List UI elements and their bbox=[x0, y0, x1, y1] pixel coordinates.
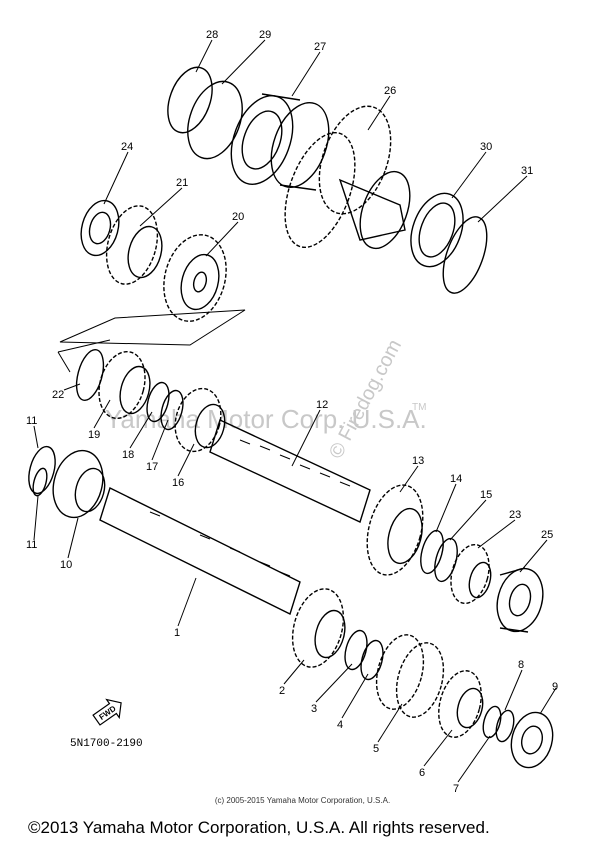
firedog-watermark: © Firedog.com bbox=[325, 336, 406, 462]
bearing-9 bbox=[510, 711, 554, 769]
circlip-8 bbox=[495, 709, 515, 743]
bearing-24 bbox=[80, 199, 120, 257]
callout-16: 16 bbox=[172, 477, 184, 489]
gear-21 bbox=[105, 205, 163, 285]
callout-14: 14 bbox=[450, 473, 462, 485]
callout-5: 5 bbox=[373, 743, 379, 755]
callout-13: 13 bbox=[412, 455, 424, 467]
main-shaft-1 bbox=[99, 487, 301, 615]
callout-28: 28 bbox=[206, 29, 218, 41]
watermark-tm: TM bbox=[412, 402, 426, 413]
callout-26: 26 bbox=[384, 85, 396, 97]
callout-11-upper: 11 bbox=[26, 415, 37, 427]
bushing-18 bbox=[146, 381, 170, 423]
footer-copyright: ©2013 Yamaha Motor Corporation, U.S.A. A… bbox=[28, 818, 490, 837]
gear-19 bbox=[98, 350, 151, 420]
callout-10: 10 bbox=[60, 559, 72, 571]
circlip-11-upper bbox=[28, 445, 56, 495]
gear-5 bbox=[375, 634, 445, 718]
fwd-arrow-icon: FWD bbox=[92, 698, 122, 726]
callout-3: 3 bbox=[311, 703, 317, 715]
washer-3 bbox=[344, 629, 368, 671]
callout-numbers: 28 29 27 26 30 31 24 21 20 22 19 18 17 1… bbox=[26, 29, 558, 795]
callout-22: 22 bbox=[52, 389, 64, 401]
callout-30: 30 bbox=[480, 141, 492, 153]
callout-17: 17 bbox=[146, 461, 158, 473]
callout-1: 1 bbox=[174, 627, 180, 639]
group-outline-20 bbox=[59, 309, 246, 346]
callout-15: 15 bbox=[480, 489, 492, 501]
callout-31: 31 bbox=[521, 165, 533, 177]
gear-2 bbox=[291, 588, 346, 668]
callout-19: 19 bbox=[88, 429, 100, 441]
gear-6 bbox=[438, 670, 484, 738]
gear-23 bbox=[450, 543, 492, 605]
circlip-31 bbox=[442, 216, 488, 294]
callout-24: 24 bbox=[121, 141, 133, 153]
bearing-10 bbox=[52, 449, 106, 519]
part-code: 5N1700-2190 bbox=[70, 738, 143, 750]
gear-13 bbox=[366, 484, 424, 576]
shaft-12 bbox=[209, 419, 371, 523]
washer-17 bbox=[160, 389, 184, 431]
circlip-11-lower bbox=[32, 467, 48, 497]
bearing-27 bbox=[230, 93, 330, 191]
callout-20: 20 bbox=[232, 211, 244, 223]
main-shaft-group bbox=[28, 445, 554, 769]
gear-26 bbox=[284, 105, 411, 250]
bearing-25 bbox=[496, 567, 544, 633]
callout-21: 21 bbox=[176, 177, 188, 189]
washer-14 bbox=[420, 529, 444, 575]
callout-12: 12 bbox=[316, 399, 328, 411]
washer-7 bbox=[482, 705, 502, 739]
small-copyright: (c) 2005-2015 Yamaha Motor Corporation, … bbox=[214, 796, 391, 805]
callout-9: 9 bbox=[552, 681, 558, 693]
callout-4: 4 bbox=[337, 719, 343, 731]
collar-30 bbox=[410, 192, 464, 268]
callout-23: 23 bbox=[509, 509, 521, 521]
yamaha-watermark: Yamaha Motor Corp. U.S.A. bbox=[105, 404, 427, 434]
callout-25: 25 bbox=[541, 529, 553, 541]
callout-27: 27 bbox=[314, 41, 326, 53]
upper-shaft-group bbox=[167, 66, 488, 294]
callout-18: 18 bbox=[122, 449, 134, 461]
middle-shaft-group bbox=[75, 348, 544, 633]
circlip-4 bbox=[360, 639, 384, 681]
callout-2: 2 bbox=[279, 685, 285, 697]
circlip-29 bbox=[187, 80, 243, 160]
callout-29: 29 bbox=[259, 29, 271, 41]
gear-set-20-24 bbox=[59, 199, 246, 346]
callout-11-lower: 11 bbox=[26, 539, 37, 551]
circlip-28 bbox=[167, 66, 213, 134]
callout-8: 8 bbox=[518, 659, 524, 671]
callout-7: 7 bbox=[453, 783, 459, 795]
group-outline-22 bbox=[57, 339, 111, 373]
gear-16 bbox=[174, 387, 226, 453]
callout-6: 6 bbox=[419, 767, 425, 779]
leader-lines bbox=[33, 39, 557, 783]
